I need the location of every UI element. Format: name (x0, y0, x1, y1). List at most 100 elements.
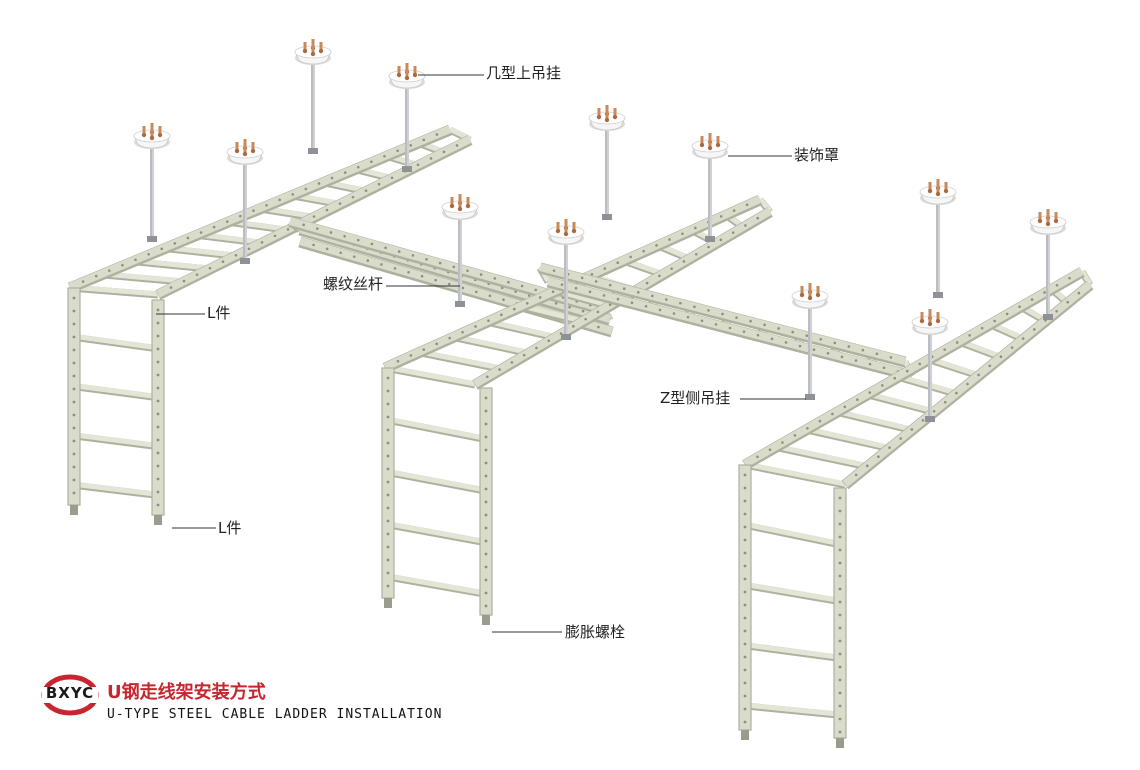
ladder-right-hole (781, 441, 784, 444)
drop-middle-hole (485, 605, 488, 608)
label-l-piece-top: L件 (207, 304, 230, 322)
ladder-left-hole (326, 209, 329, 212)
drop-left-hole (157, 452, 160, 455)
ceiling-bolt-nut (158, 133, 162, 137)
ladder-left-hole (200, 231, 203, 234)
drop-left-hole (157, 465, 160, 468)
ladder-crossover-bottom-hole (813, 348, 816, 351)
ladder-middle-hole (448, 337, 451, 340)
drop-right-hole (744, 552, 747, 555)
ladder-right-hole (966, 383, 969, 386)
ladder-crossover-top-edge-hole (475, 291, 478, 294)
ladder-middle-hole (513, 308, 516, 311)
ladder-left-hole (291, 193, 294, 196)
ladder-middle-hole (552, 290, 555, 293)
ladder-left-hole (365, 189, 368, 192)
drop-left-rail (68, 288, 80, 505)
ceiling-bolt-nut (150, 136, 154, 140)
rod-nut (805, 394, 815, 400)
ceiling-bolt-nut (936, 192, 940, 196)
ladder-crossover-bottom-hole (609, 284, 612, 287)
ladder-left-hole (248, 247, 251, 250)
label-l-piece-bottom: L件 (218, 519, 241, 537)
drop-right-hole (744, 643, 747, 646)
ladder-left-hole (305, 188, 308, 191)
ladder-crossover-bottom-hole (651, 295, 654, 298)
drop-right-rail (834, 488, 846, 738)
drop-left-hole (157, 400, 160, 403)
drop-right-hole (839, 575, 842, 578)
ceiling-bolt-nut (597, 115, 601, 119)
ladder-middle-hole (616, 261, 619, 264)
ladder-middle-hole (707, 246, 710, 249)
drop-left-hole (157, 504, 160, 507)
drop-right-hole (839, 614, 842, 617)
ladder-crossover-top-edge-hole (326, 248, 329, 251)
ladder-left-hole (443, 151, 446, 154)
drop-middle-hole (485, 566, 488, 569)
drop-middle-hole (485, 527, 488, 530)
ladder-right-hole (819, 420, 822, 423)
drop-left-hole (73, 323, 76, 326)
drop-right-hole (744, 500, 747, 503)
ladder-crossover-top-edge-hole (421, 275, 424, 278)
drop-middle-hole (387, 494, 390, 497)
drop-right-hole (744, 539, 747, 542)
ladder-middle-hole (658, 275, 661, 278)
ladder-left-hole (196, 273, 199, 276)
ladder-right-hole (877, 455, 880, 458)
drop-middle-rung (388, 419, 486, 438)
drop-middle-hole (387, 572, 390, 575)
ladder-middle-hole (695, 253, 698, 256)
drop-middle-rung (388, 472, 486, 491)
drop-right-hole (839, 523, 842, 526)
drop-left-hole (73, 466, 76, 469)
ladder-middle-hole (410, 354, 413, 357)
drop-right-hole (839, 497, 842, 500)
drop-middle-hole (485, 592, 488, 595)
ladder-right-hole (1011, 346, 1014, 349)
ladder-right-hole (1033, 328, 1036, 331)
ceiling-bolt-nut (251, 149, 255, 153)
ladder-right-rung (745, 464, 845, 484)
ladder-crossover-top-hole (398, 250, 401, 253)
ladder-crossover-bottom-hole (799, 345, 802, 348)
ladder-right-hole (881, 384, 884, 387)
ladder-crossover-bottom-hole (561, 283, 564, 286)
ladder-left-hole (274, 235, 277, 238)
rod-nut (933, 292, 943, 298)
ladder-crossover-top-edge-hole (448, 283, 451, 286)
ceiling-bolt-nut (605, 118, 609, 122)
ladder-right-hole (1043, 291, 1046, 294)
drop-left-hole (157, 361, 160, 364)
ladder-crossover-top-hole (466, 269, 469, 272)
ceiling-bolt-nut (413, 73, 417, 77)
ladder-crossover-bottom-hole (721, 313, 724, 316)
ladder-middle-hole (500, 314, 503, 317)
ladder-middle-hole (683, 260, 686, 263)
ladder-crossover-bottom-hole (581, 277, 584, 280)
ladder-left-hole (391, 176, 394, 179)
drop-left-hole (73, 336, 76, 339)
ladder-left-hole (183, 280, 186, 283)
ladder-crossover-top-edge-hole (312, 244, 315, 247)
ladder-left-hole (95, 275, 98, 278)
ladder-left-hole (430, 157, 433, 160)
ladder-middle-hole (523, 354, 526, 357)
label-threaded-rod: 螺纹丝杆 (323, 275, 383, 293)
ladder-left-hole (222, 260, 225, 263)
ladder-middle-hole (539, 296, 542, 299)
ladder-right-hole (1000, 355, 1003, 358)
ladder-left-hole (209, 267, 212, 270)
drop-right-hole (839, 640, 842, 643)
ceiling-bolt-nut (450, 204, 454, 208)
ladder-left-hole (417, 164, 420, 167)
ladder-right-hole (943, 348, 946, 351)
drop-right-hole (744, 591, 747, 594)
drop-left-hole (157, 413, 160, 416)
ceiling-bolt-nut (564, 232, 568, 236)
drop-middle-rung (388, 576, 486, 593)
ladder-crossover-bottom-hole (862, 349, 865, 352)
ladder-middle-hole (474, 325, 477, 328)
drop-left-hole (157, 374, 160, 377)
